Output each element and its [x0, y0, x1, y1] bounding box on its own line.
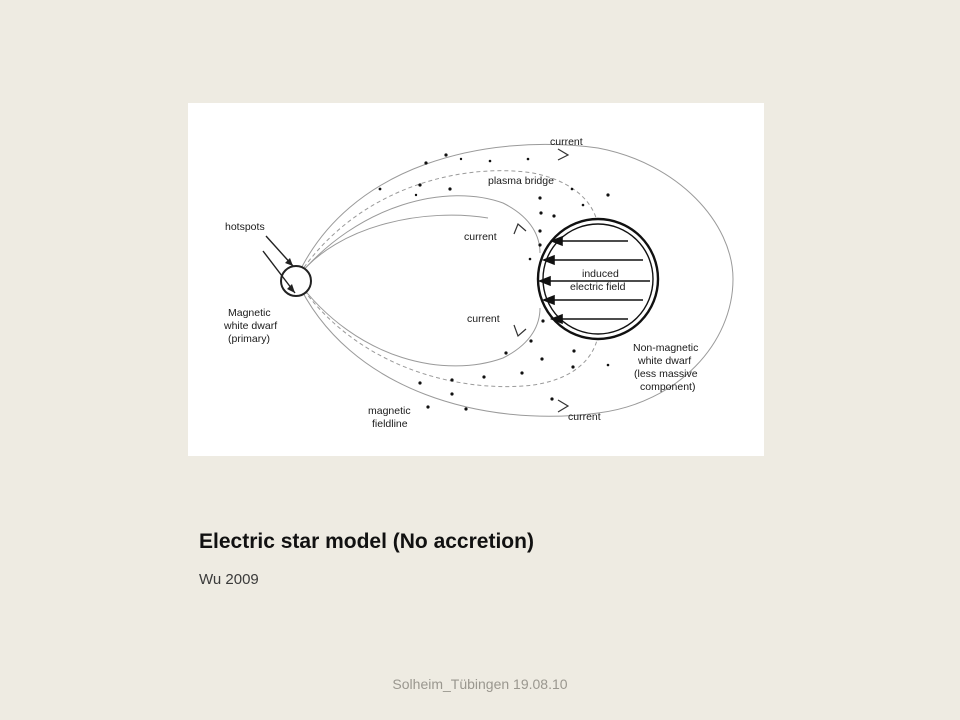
- label-fieldline-2: fieldline: [372, 418, 408, 430]
- label-induced-1: induced: [582, 268, 619, 280]
- inner-field-line-lower: [295, 278, 541, 367]
- label-current-inner-top: current: [464, 231, 497, 243]
- current-arrow-inner-top: [513, 222, 527, 235]
- binary-star-diagram: hotspots Magnetic white dwarf (primary) …: [223, 136, 734, 430]
- current-arrow-inner-bottom: [513, 324, 527, 338]
- hotspot-arrow-2: [262, 250, 296, 294]
- inner-loop-left: [295, 214, 489, 280]
- label-fieldline-1: magnetic: [368, 405, 411, 417]
- label-induced-2: electric field: [570, 281, 626, 293]
- label-secondary-4: component): [640, 381, 695, 393]
- outer-field-line: [295, 143, 734, 417]
- label-hotspots: hotspots: [225, 221, 265, 233]
- label-secondary-3: (less massive: [634, 368, 698, 380]
- slide-subtitle: Wu 2009: [199, 571, 259, 588]
- slide-footer: Solheim_Tübingen 19.08.10: [392, 676, 568, 692]
- label-primary-2: white dwarf: [223, 320, 277, 332]
- label-current-inner-bottom: current: [467, 313, 500, 325]
- label-secondary-1: Non-magnetic: [633, 342, 698, 354]
- secondary-white-dwarf: [536, 217, 660, 341]
- label-plasma-bridge: plasma bridge: [488, 175, 554, 187]
- label-current-top: current: [550, 136, 583, 148]
- hotspot-arrowhead-2: [287, 284, 295, 293]
- diagram-figure: hotspots Magnetic white dwarf (primary) …: [188, 103, 764, 456]
- label-primary-3: (primary): [228, 333, 270, 345]
- inner-field-line: [295, 195, 541, 280]
- plasma-bridge-dashed-line-lower: [295, 278, 600, 388]
- hotspot-arrowhead-1: [285, 258, 293, 266]
- label-secondary-2: white dwarf: [637, 355, 691, 367]
- label-primary-1: Magnetic: [228, 307, 271, 319]
- current-arrow-top: [557, 148, 570, 161]
- slide-title: Electric star model (No accretion): [199, 530, 534, 553]
- label-current-bottom: current: [568, 411, 601, 423]
- plasma-bridge-dashed-line: [295, 170, 600, 280]
- current-arrow-bottom: [557, 399, 570, 413]
- induced-field-arrows: [537, 235, 650, 325]
- plasma-dots: [378, 153, 610, 411]
